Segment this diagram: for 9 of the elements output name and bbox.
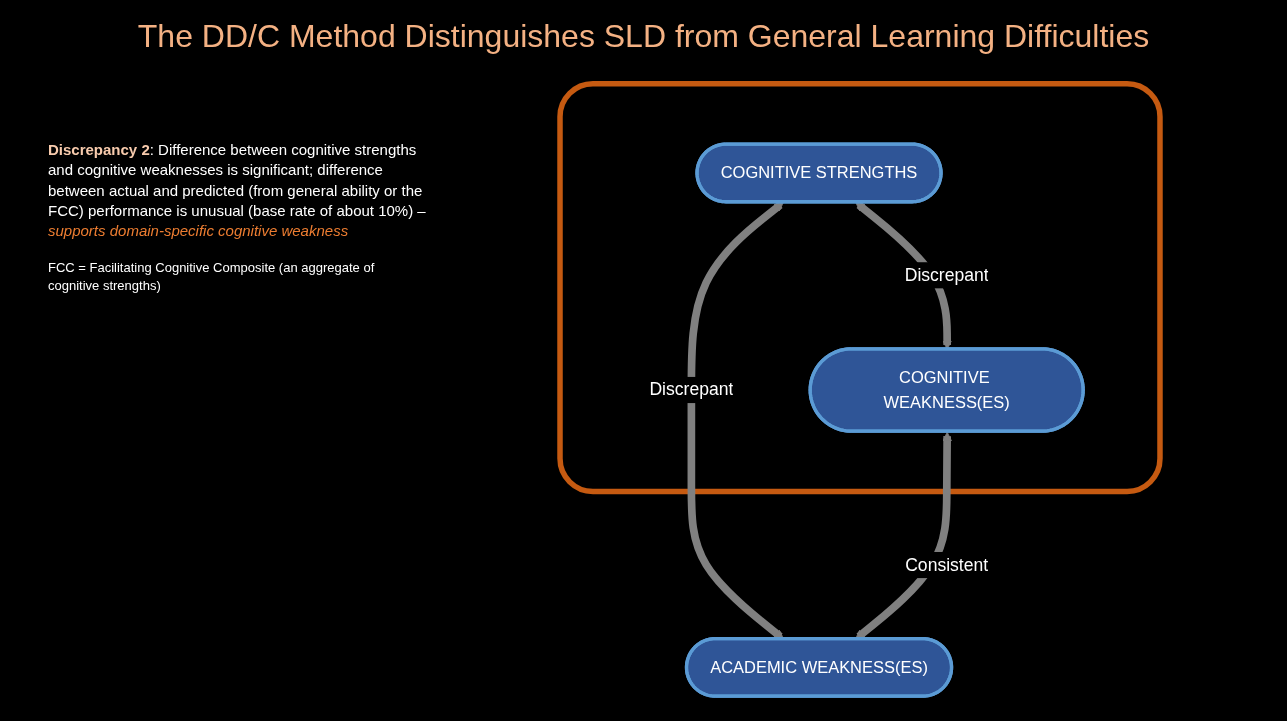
cluster [557,81,1163,495]
title: The DD/C Method Distinguishes SLD from General Learning Difficulties [136,18,1151,55]
edge-label: Discrepant [649,380,734,399]
note-paragraph: Discrepancy 2: Difference between cognitive strengths and cognitive weaknesses is significant; difference between actual and predicted (from general ability or the FCC) performance is unusual (base rate of about 10%) – supports domain-specific cognitive weakness [48,140,427,241]
arrow [687,202,785,640]
edge-label: Consistent [905,555,989,574]
arrow [855,431,952,640]
edge-label: Discrepant [904,265,989,285]
definition-note: FCC = Facilitating Cognitive Composite (an aggregate of cognitive strengths) [48,259,376,295]
